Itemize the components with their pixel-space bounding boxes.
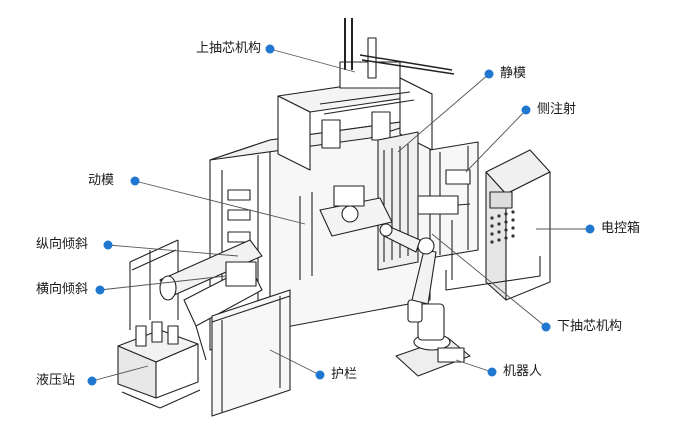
leader-robot [455,359,493,373]
leader-side-injection [465,109,527,173]
label-lower-core-puller: 下抽芯机构 [557,319,623,334]
leader-upper-core-puller [269,48,356,73]
dot-control-box [585,224,595,234]
dot-static-mold [484,69,494,79]
leader-static-mold [397,73,490,153]
callout-dots [87,44,595,386]
leader-longitudinal-tilt [107,244,239,257]
leader-lines [91,48,590,382]
label-control-box: 电控箱 [601,221,641,236]
dot-lateral-tilt [95,285,105,295]
leader-lateral-tilt [99,275,227,291]
leader-hydraulic-station [91,365,149,382]
label-static-mold: 静模 [500,66,527,81]
dot-lower-core-puller [541,322,551,332]
leader-lower-core-puller [431,233,547,328]
label-robot: 机器人 [503,364,543,379]
dot-guardrail [315,370,325,380]
guardrail-drawing [211,289,291,417]
label-longitudinal-tilt: 纵向倾斜 [36,237,89,252]
label-upper-core-puller: 上抽芯机构 [196,41,262,56]
side-injection-drawing [417,141,479,259]
hydraulic-station-drawing [117,321,201,409]
control-box-drawing [485,149,551,301]
label-side-injection: 侧注射 [537,102,577,117]
label-lateral-tilt: 横向倾斜 [36,282,89,297]
dot-side-injection [521,105,531,115]
moving-mold-drawing [299,185,393,280]
dot-robot [487,367,497,377]
leader-moving-mold [134,180,306,225]
leader-guardrail [269,349,321,376]
dot-moving-mold [130,176,140,186]
dot-hydraulic-station [87,376,97,386]
dot-longitudinal-tilt [103,240,113,250]
tilt-table-drawing [129,239,263,361]
label-guardrail: 护栏 [331,367,358,382]
dot-upper-core-puller [265,44,275,54]
label-moving-mold: 动模 [88,173,115,188]
machine-drawing [117,18,551,417]
label-hydraulic-station: 液压站 [36,373,76,388]
robot-drawing [379,223,471,377]
upper-core-puller-drawing [277,18,455,171]
